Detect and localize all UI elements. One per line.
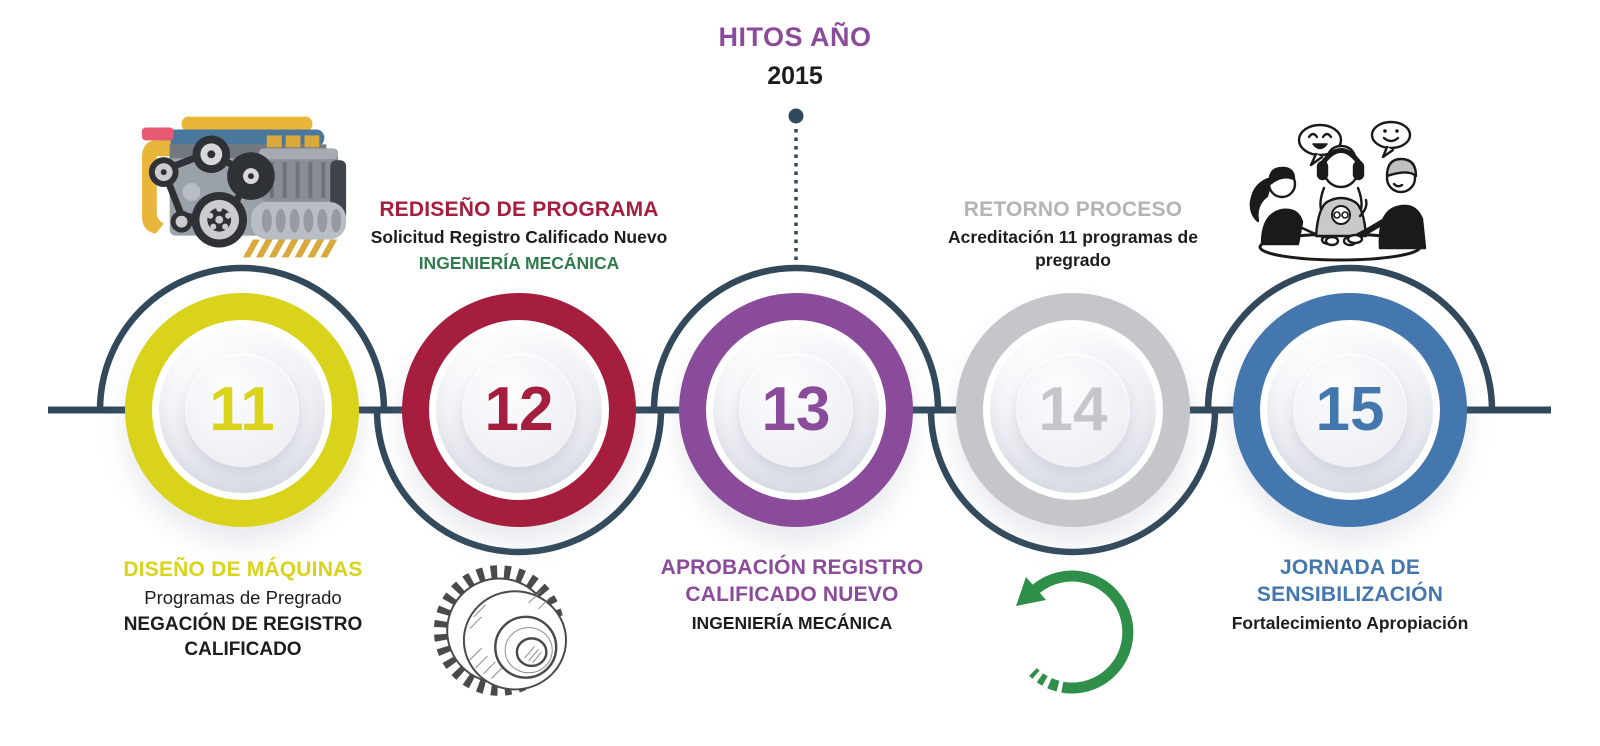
milestone-node-11: 11 bbox=[125, 293, 359, 527]
milestone-face-15: 15 bbox=[1267, 327, 1433, 493]
milestone-face-14: 14 bbox=[990, 327, 1156, 493]
label-13-sub1: INGENIERÍA MECÁNICA bbox=[691, 612, 893, 633]
milestone-ring-12: 12 bbox=[402, 293, 636, 527]
milestone-face-12: 12 bbox=[436, 327, 602, 493]
people-conversation-illustration bbox=[1249, 120, 1427, 262]
label-14-sub1: Acreditación 11 programas de pregrado bbox=[948, 227, 1198, 271]
milestone-number-13: 13 bbox=[761, 375, 831, 444]
label-block-12: REDISEÑO DE PROGRAMA Solicitud Registro … bbox=[354, 196, 684, 275]
milestone-inner-12: 12 bbox=[462, 353, 576, 467]
milestone-ring-13: 13 bbox=[679, 293, 913, 527]
page-year: 2015 bbox=[767, 62, 823, 90]
arc-14 bbox=[927, 409, 1219, 556]
label-12-heading: REDISEÑO DE PROGRAMA bbox=[379, 198, 659, 221]
return-arrow-icon bbox=[1016, 570, 1134, 694]
label-block-14: RETORNO PROCESO Acreditación 11 programa… bbox=[935, 196, 1211, 272]
label-12-sub2: INGENIERÍA MECÁNICA bbox=[418, 253, 620, 274]
label-block-11: DISEÑO DE MÁQUINAS Programas de Pregrado… bbox=[108, 556, 378, 663]
page-title: HITOS AÑO bbox=[718, 22, 872, 52]
milestone-inner-11: 11 bbox=[185, 353, 299, 467]
milestone-inner-15: 15 bbox=[1293, 353, 1407, 467]
label-14-heading: RETORNO PROCESO bbox=[963, 198, 1183, 221]
label-15-sub1: Fortalecimiento Apropiación bbox=[1231, 612, 1469, 633]
label-11-sub2: NEGACIÓN DE REGISTRO CALIFICADO bbox=[123, 614, 363, 661]
milestone-ring-15: 15 bbox=[1233, 293, 1467, 527]
milestone-face-13: 13 bbox=[713, 327, 879, 493]
milestone-node-12: 12 bbox=[402, 293, 636, 527]
milestone-number-14: 14 bbox=[1038, 375, 1108, 444]
milestone-node-14: 14 bbox=[956, 293, 1190, 527]
milestone-number-15: 15 bbox=[1315, 375, 1385, 444]
label-block-15: JORNADA DE SENSIBILIZACIÓN Fortalecimien… bbox=[1228, 554, 1472, 634]
engine-illustration bbox=[141, 116, 347, 258]
label-block-13: APROBACIÓN REGISTRO CALIFICADO NUEVO ING… bbox=[660, 554, 924, 634]
milestone-number-12: 12 bbox=[484, 375, 554, 444]
milestone-inner-13: 13 bbox=[739, 353, 853, 467]
milestone-node-15: 15 bbox=[1233, 293, 1467, 527]
label-11-sub1: Programas de Pregrado bbox=[144, 587, 342, 609]
header-title-block: HITOS AÑO 2015 bbox=[615, 22, 975, 91]
milestone-number-11: 11 bbox=[209, 375, 275, 444]
milestone-inner-14: 14 bbox=[1016, 353, 1130, 467]
arc-11 bbox=[96, 264, 388, 411]
label-13-heading: APROBACIÓN REGISTRO CALIFICADO NUEVO bbox=[660, 556, 924, 607]
arc-12 bbox=[373, 409, 665, 556]
arc-15 bbox=[1204, 264, 1496, 411]
label-15-heading: JORNADA DE SENSIBILIZACIÓN bbox=[1256, 556, 1444, 607]
label-11-heading: DISEÑO DE MÁQUINAS bbox=[123, 558, 363, 581]
gear-sketch-illustration bbox=[433, 565, 567, 696]
milestone-node-13: 13 bbox=[679, 293, 913, 527]
year-pointer-dot bbox=[788, 108, 804, 124]
label-12-sub1: Solicitud Registro Calificado Nuevo bbox=[370, 227, 668, 248]
milestone-ring-11: 11 bbox=[125, 293, 359, 527]
arc-13 bbox=[650, 264, 942, 411]
milestone-face-11: 11 bbox=[159, 327, 325, 493]
milestone-ring-14: 14 bbox=[956, 293, 1190, 527]
